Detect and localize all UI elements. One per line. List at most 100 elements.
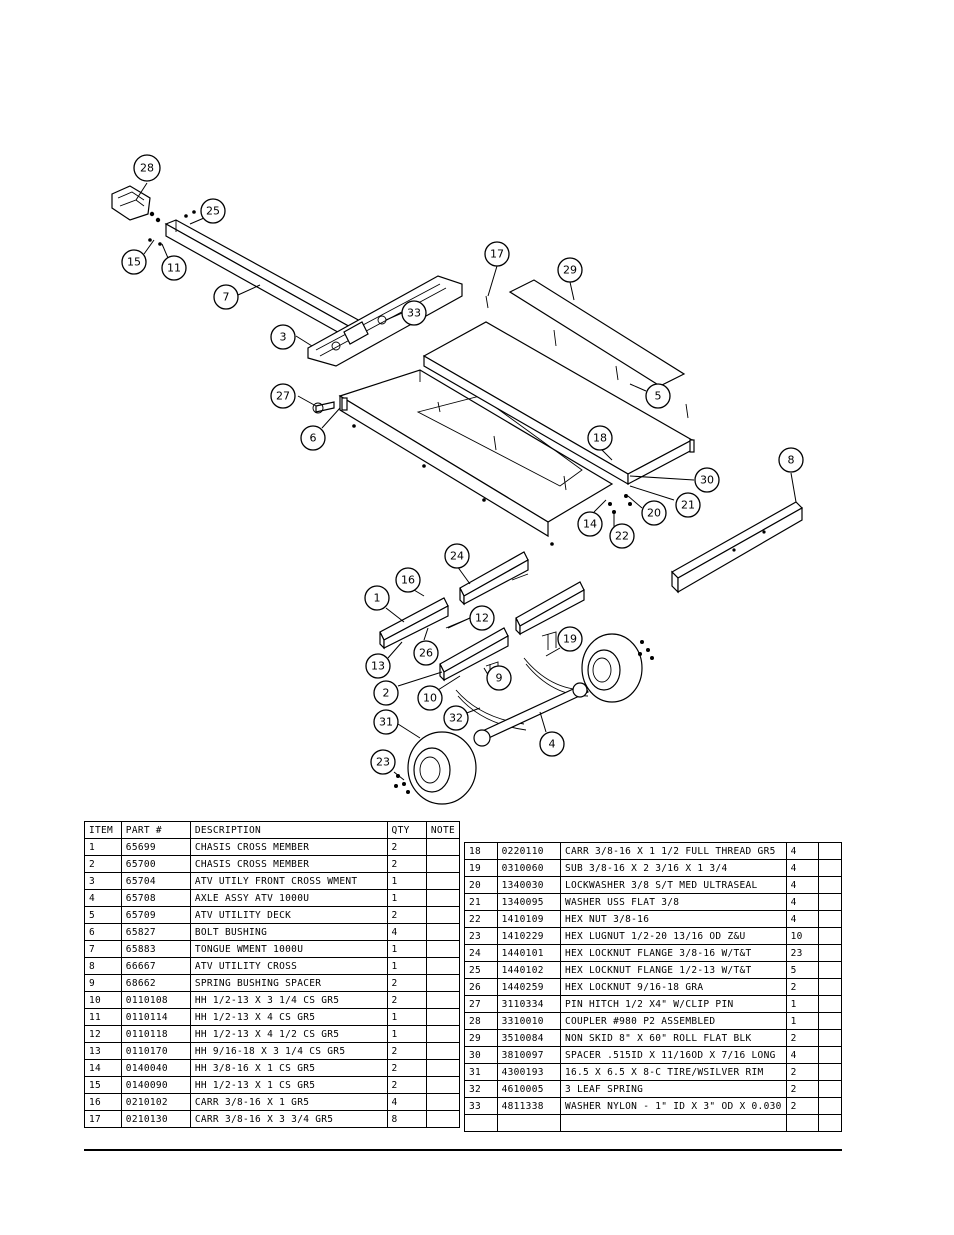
cell-item: 4 [84,889,122,907]
cell-description: HH 1/2-13 X 4 CS GR5 [189,1008,388,1026]
left-deck-frame-part [338,369,614,546]
cell-description: HEX LOCKNUT FLANGE 1/2-13 W/T&T [559,961,787,979]
callout-1: 1 [364,585,390,611]
cell-qty: 1 [386,889,427,907]
svg-text:28: 28 [140,162,154,175]
cell-item: 1 [84,838,122,856]
header-description: DESCRIPTION [189,821,388,839]
cell-description: SPACER .515ID X 11/16OD X 7/16 LONG [559,1046,787,1064]
callout-11: 11 [161,255,187,281]
cell-note [818,944,842,962]
callout-17: 17 [484,241,510,267]
cell-qty: 4 [386,1093,427,1111]
cell-item: 16 [84,1093,122,1111]
callout-27: 27 [270,383,296,409]
cell-part: 1410229 [496,927,561,945]
cell-qty: 5 [785,961,820,979]
cell-description: HEX LUGNUT 1/2-20 13/16 OD Z&U [559,927,787,945]
cell-note [818,961,842,979]
cell-description: COUPLER #980 P2 ASSEMBLED [559,1012,787,1030]
callout-2: 2 [373,680,399,706]
callout-8: 8 [778,447,804,473]
svg-text:29: 29 [563,264,577,277]
cell-item: 28 [464,1012,498,1030]
cell-note [425,923,461,941]
svg-text:30: 30 [700,474,714,487]
callout-25: 25 [200,198,226,224]
cell-item: 6 [84,923,122,941]
cell-part: 0140090 [120,1076,191,1094]
cell-item: 13 [84,1042,122,1060]
cell-part: 65700 [120,855,191,873]
svg-text:16: 16 [401,574,415,587]
cell-description: WASHER NYLON - 1" ID X 3" OD X 0.030 [559,1097,787,1115]
cell-item: 24 [464,944,498,962]
callout-24: 24 [444,543,470,569]
cell-description: HH 9/16-18 X 3 1/4 CS GR5 [189,1042,388,1060]
svg-text:33: 33 [407,307,421,320]
cell-part: 1440259 [496,978,561,996]
cell-description: WASHER USS FLAT 3/8 [559,893,787,911]
svg-text:32: 32 [449,712,463,725]
callout-31: 31 [373,709,399,735]
cell-description: ATV UTILY FRONT CROSS WMENT [189,872,388,890]
cell-note [818,876,842,894]
cell-qty: 2 [785,1080,820,1098]
cell-qty: 1 [386,1008,427,1026]
cell-item: 33 [464,1097,498,1115]
tongue-part [148,210,364,342]
cell-note [425,940,461,958]
svg-text:8: 8 [788,454,795,467]
cell-part: 0110114 [120,1008,191,1026]
table-row [464,1114,842,1132]
cell-qty: 1 [785,995,820,1013]
cell-note [425,1008,461,1026]
cell-qty: 2 [785,1097,820,1115]
cell-note [425,906,461,924]
cell-description: CARR 3/8-16 X 3 3/4 GR5 [189,1110,388,1128]
svg-text:3: 3 [280,331,287,344]
callout-23: 23 [370,749,396,775]
cell-qty: 1 [386,940,427,958]
cell-note [818,1029,842,1047]
front-cross-member-part [307,275,463,367]
cell-description: SPRING BUSHING SPACER [189,974,388,992]
cell-description: HEX LOCKNUT 9/16-18 GRA [559,978,787,996]
cell-description: CHASIS CROSS MEMBER [189,855,388,873]
cell-note [818,1012,842,1030]
cell-qty: 1 [386,957,427,975]
cell-note [425,1076,461,1094]
svg-text:22: 22 [615,530,629,543]
callout-3: 3 [270,324,296,350]
cell-description: CARR 3/8-16 X 1 GR5 [189,1093,388,1111]
cell-part: 65827 [120,923,191,941]
cell-part: 3110334 [496,995,561,1013]
cell-qty: 4 [785,842,820,860]
svg-text:20: 20 [647,507,661,520]
cell-note [818,995,842,1013]
cell-description: HEX LOCKNUT FLANGE 3/8-16 W/T&T [559,944,787,962]
cell-description: CARR 3/8-16 X 1 1/2 FULL THREAD GR5 [559,842,787,860]
svg-text:13: 13 [371,660,385,673]
cell-part: 4811338 [496,1097,561,1115]
cell-part: 4300193 [496,1063,561,1081]
